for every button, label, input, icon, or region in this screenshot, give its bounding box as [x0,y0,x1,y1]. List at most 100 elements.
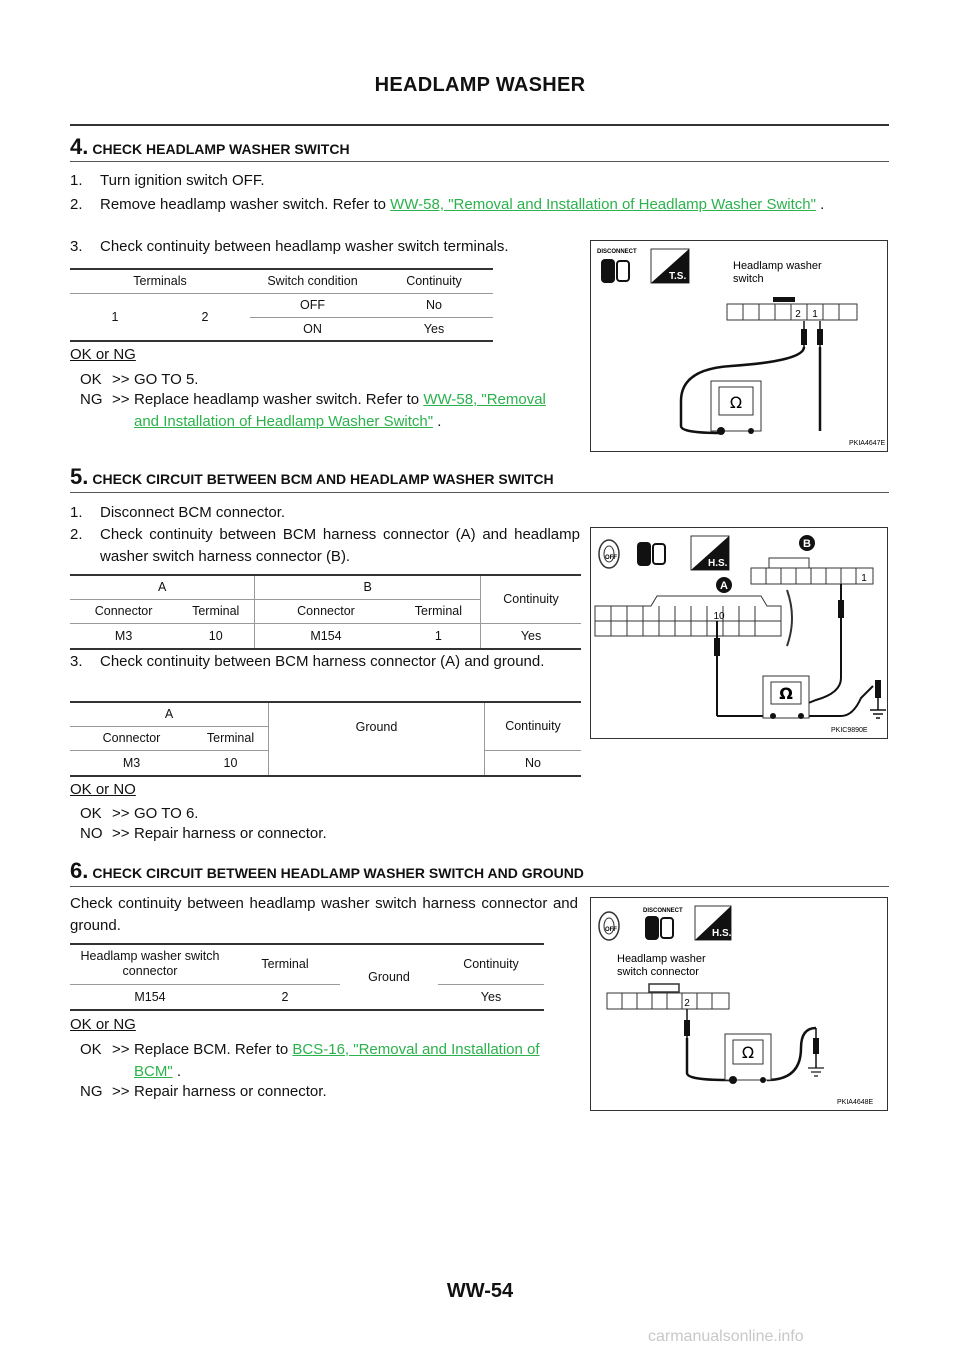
svg-text:B: B [803,538,811,550]
th-ground: Ground [268,702,485,750]
ohmmeter-icon: Ω [762,675,810,719]
section-4-title: CHECK HEADLAMP WASHER SWITCH [92,141,350,157]
section-4-number: 4. [70,134,89,159]
th-terminal: Terminal [230,944,340,985]
switch-connector: 2 [606,983,730,1010]
s4-step-1: 1.Turn ignition switch OFF. [70,172,265,189]
svg-text:Ω: Ω [779,684,793,703]
switch-connector: 2 1 [726,297,858,321]
svg-text:H.S.: H.S. [708,558,728,569]
th-switch-condition: Switch condition [250,269,375,294]
s5-step-1: 1.Disconnect BCM connector. [70,504,286,521]
s5-result-no: NO>>Repair harness or connector. [80,825,327,842]
cell-terminal-1: 1 [70,293,160,342]
section-5-title: CHECK CIRCUIT BETWEEN BCM AND HEADLAMP W… [92,471,554,487]
cell-m3: M3 [70,750,193,777]
figure-pkic9890e: OFF H.S. B 1 A [590,527,888,739]
svg-text:T.S.: T.S. [669,271,686,282]
th-continuity: Continuity [480,575,581,624]
ignition-off-icon: OFF [598,539,620,569]
ignition-off-icon: OFF [598,911,620,941]
s4-step-2: 2.Remove headlamp washer switch. Refer t… [70,196,825,213]
section-6-number: 6. [70,858,89,883]
ts-icon: T.S. [650,248,690,284]
link-ww58-removal[interactable]: WW-58, "Removal and Installation of Head… [390,196,816,213]
section-5-number: 5. [70,464,89,489]
fig6-label: Headlamp washer [617,953,706,965]
fig4-pin-1: 1 [812,309,818,320]
fig4-pin-2: 2 [795,309,801,320]
link-bcs16-removal[interactable]: BCS-16, "Removal and Installation of BCM… [134,1041,540,1080]
th-terminal-a: Terminal [177,599,256,624]
connector-b-badge: B [799,535,815,551]
section-6-heading: 6.CHECK CIRCUIT BETWEEN HEADLAMP WASHER … [70,858,584,884]
th-terminal-b: Terminal [396,599,482,624]
th-a: A [70,575,256,600]
th-continuity: Continuity [484,702,581,751]
s6-table-wrap: Headlamp washer switch connector Termina… [70,943,544,1011]
s4-table-wrap: Terminals Switch condition Continuity 1 … [70,268,493,342]
s4-ok-or-ng: OK or NG [70,346,136,363]
s6-intro: Check continuity between headlamp washer… [70,895,578,934]
svg-text:DISCONNECT: DISCONNECT [597,249,637,255]
s5-result-ok: OK>>GO TO 6. [80,805,199,822]
svg-text:Ω: Ω [730,393,742,412]
s4-continuity-table: Terminals Switch condition Continuity 1 … [70,268,493,342]
section-5-heading: 5.CHECK CIRCUIT BETWEEN BCM AND HEADLAMP… [70,464,554,490]
svg-text:OFF: OFF [605,555,617,561]
svg-text:switch: switch [733,273,764,285]
cell-10: 10 [177,623,256,650]
cell-no: No [484,750,581,777]
fig4-label: Headlamp washer [733,260,822,272]
cell-cond-on: ON [250,317,375,342]
cell-10: 10 [193,750,269,777]
probe-leads [679,321,823,435]
disconnect-icon: DISCONNECT [597,249,637,283]
th-ground: Ground [340,944,438,1011]
fig4-code: PKIA4647E [849,440,886,447]
s5-step-2: 2.Check continuity between BCM harness c… [70,526,580,565]
svg-text:H.S.: H.S. [712,928,732,939]
section-6-title: CHECK CIRCUIT BETWEEN HEADLAMP WASHER SW… [92,865,584,881]
section-4-rule [70,161,889,162]
svg-text:switch connector: switch connector [617,966,699,978]
s6-table-switch-ground: Headlamp washer switch connector Termina… [70,943,544,1011]
section-5-rule [70,492,889,493]
ohmmeter-icon: Ω [710,380,762,435]
svg-text:OFF: OFF [605,927,617,933]
s4-result-ok: OK>>GO TO 5. [80,371,199,388]
bcm-connector-a: 10 [594,589,793,647]
cell-m154: M154 [70,984,230,1011]
s4-result-ng: NG>> Replace headlamp washer switch. Ref… [80,391,546,430]
hs-icon: H.S. [694,905,732,941]
page-title: HEADLAMP WASHER [374,74,586,96]
svg-text:A: A [720,580,728,592]
s6-result-ng: NG>>Repair harness or connector. [80,1083,327,1100]
th-b: B [254,575,482,600]
s5-ok-or-no: OK or NO [70,781,136,798]
fig5-pin-1: 1 [861,573,867,584]
svg-text:DISCONNECT: DISCONNECT [643,908,683,914]
s5-step-3: 3.Check continuity between BCM harness c… [70,653,545,670]
th-continuity: Continuity [438,944,544,985]
fig6-code: PKIA4648E [837,1099,874,1106]
s6-ok-or-ng: OK or NG [70,1016,136,1033]
switch-connector-b: 1 [750,557,874,585]
disconnect-icon: DISCONNECT [643,908,683,940]
cell-cond-off: OFF [250,293,375,318]
cell-m3: M3 [70,623,178,650]
section-6-rule [70,886,889,887]
s5-table2-wrap: A Ground Continuity Connector Terminal M… [70,701,581,777]
fig5-code: PKIC9890E [831,727,868,734]
cell-2: 2 [230,984,340,1011]
fig6-pin-2: 2 [684,998,690,1009]
th-terminals: Terminals [70,269,250,294]
fig5-pin-10: 10 [713,611,725,622]
svg-text:Ω: Ω [742,1043,754,1062]
cell-yes: Yes [480,623,581,650]
cell-terminal-2: 2 [160,293,250,342]
probe-leads [684,1009,824,1082]
section-4-heading: 4.CHECK HEADLAMP WASHER SWITCH [70,134,350,160]
ohmmeter-icon: Ω [724,1033,772,1084]
link-ww58-ng[interactable]: WW-58, "Removal and Installation of Head… [134,391,546,430]
